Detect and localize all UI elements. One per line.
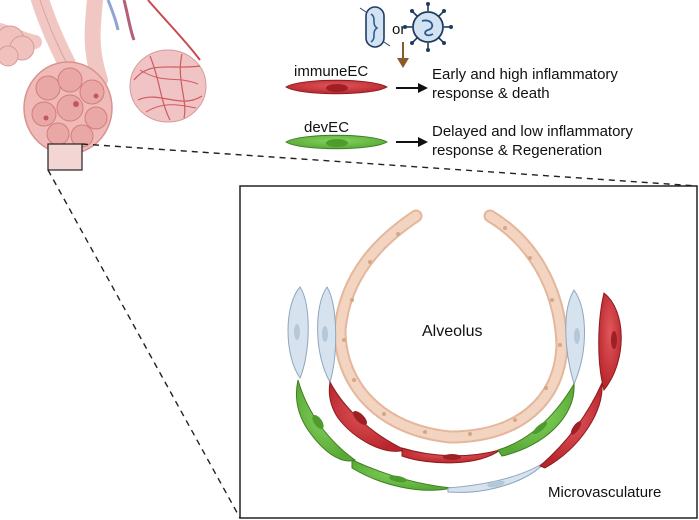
microvasculature-label: Microvasculature	[548, 484, 661, 501]
capillary-inner-ring	[328, 380, 575, 464]
legend: immuneEC Early and high inflammatory res…	[285, 63, 633, 159]
inset-panel: Alveolus Microvasculature	[239, 185, 698, 519]
immuneec-inner-left	[328, 380, 407, 452]
dev-ec-cell-icon	[285, 134, 388, 150]
capillary-covered-alveolus	[129, 49, 207, 123]
immune-outcome-line2: response & death	[432, 85, 550, 102]
trigger-group: or	[359, 2, 453, 68]
zoom-guide-line-bottom	[47, 169, 241, 519]
devec-outer-left	[295, 379, 357, 462]
inset-frame	[239, 185, 698, 519]
bacterium-icon	[359, 6, 391, 48]
virus-icon	[403, 2, 453, 52]
immune-outcome-line1: Early and high inflammatory	[432, 66, 618, 83]
trigger-down-arrow	[397, 42, 409, 68]
capillary-outer-ring	[295, 292, 622, 493]
lung-anatomy-illustration	[0, 0, 207, 171]
immune-arrow	[396, 83, 428, 93]
zoom-guide-line-top	[81, 143, 698, 187]
dev-arrow	[396, 137, 428, 147]
alveolar-sac-cutaway	[23, 61, 113, 155]
immune-ec-cell-icon	[285, 79, 388, 95]
left-small-alveoli-cluster	[0, 25, 35, 67]
or-connector-text: or	[392, 21, 405, 38]
dev-outcome-line2: response & Regeneration	[432, 142, 602, 159]
alveolar-epithelium	[333, 209, 569, 444]
immuneec-outer-right	[598, 292, 622, 392]
alveolus-label: Alveolus	[422, 323, 482, 340]
devec-inner-right	[497, 382, 575, 457]
zoom-region-box	[47, 143, 83, 171]
immune-ec-label: immuneEC	[294, 63, 368, 80]
dev-ec-label: devEC	[304, 119, 349, 136]
quiescent-ec-left-outer	[287, 286, 309, 380]
dev-outcome-line1: Delayed and low inflammatory	[432, 123, 633, 140]
